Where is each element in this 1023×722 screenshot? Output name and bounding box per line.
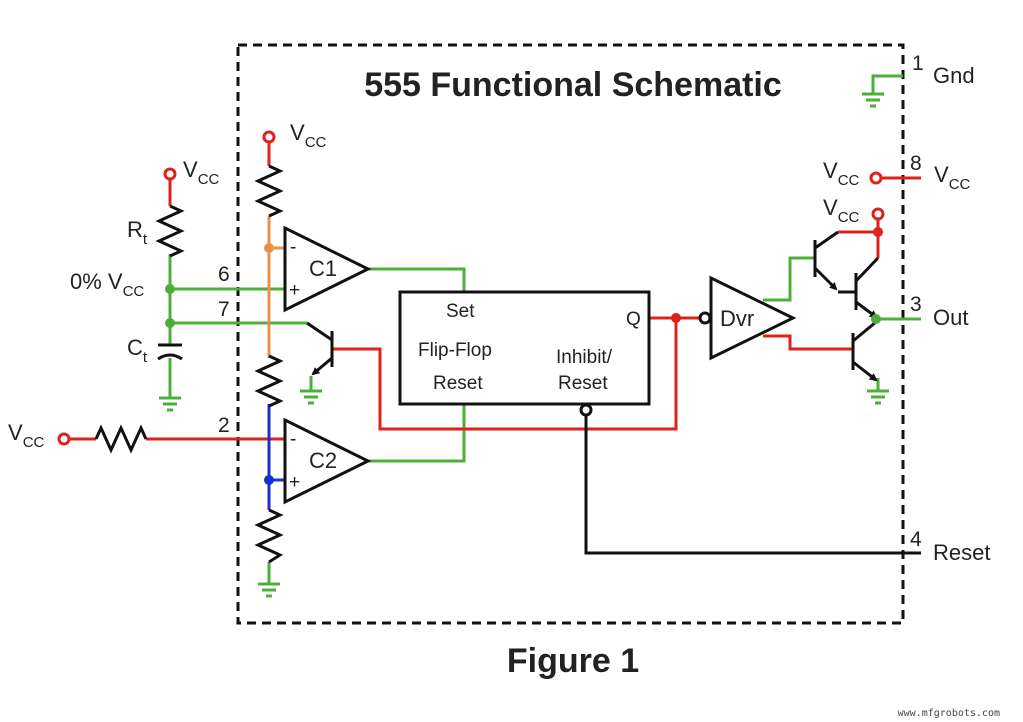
c1-label: C1 [309,256,337,281]
ff-reset-label: Reset [433,373,483,394]
vcc-label-trigger: VCC [8,420,45,451]
vcc-terminal [262,130,276,144]
junction-dot [671,313,681,323]
pin-number-6: 6 [218,263,230,286]
discharge-transistor [306,321,334,376]
flip-flop-block [398,290,651,406]
orange-wire [267,216,285,358]
pin-label-gnd: Gnd [933,63,975,88]
comparator-c1 [283,225,372,313]
pin-number-3: 3 [910,293,922,316]
c2-plus: + [289,472,300,493]
vcc-terminal [57,432,71,446]
pin-number-4: 4 [910,528,922,551]
rt-label: Rt [127,217,148,248]
dvr-input-bubble [698,311,712,325]
trigger-resistor [94,424,148,454]
chip-boundary [236,43,905,625]
black-wires [584,290,921,555]
divider-resistor-bottom [254,508,284,564]
ground-icon [862,92,884,108]
pin-number-2: 2 [218,414,230,437]
divider-resistor-top [254,164,284,218]
output-lower-transistor [851,320,878,382]
red-wires [69,142,921,441]
vcc-terminals [57,130,885,446]
darlington-upper-transistor [813,230,839,291]
divider-resistor-middle [254,354,284,408]
vcc-label-pin8-outer: VCC [934,162,971,193]
vcc-terminal [163,167,177,181]
c2-minus: - [290,429,296,450]
blue-wire [267,404,285,510]
junction-dot [165,318,175,328]
rt-resistor [155,204,185,258]
watermark: www.mfgrobots.com [898,708,1000,719]
vcc-terminal [869,171,883,185]
junction-dot [264,243,274,253]
resistors [94,164,284,564]
vcc-label-rt: VCC [183,157,220,188]
pin-label-reset: Reset [933,540,990,565]
diagram-title: 555 Functional Schematic [364,66,782,104]
output-upper-transistor [854,256,880,319]
green-wires [168,74,921,584]
figure-caption: Figure 1 [507,642,639,680]
junction-dot [165,284,175,294]
pin-label-out: Out [933,305,968,330]
vcc-label-darlington: VCC [823,195,860,226]
comparator-c2 [283,417,372,505]
junction-dot [264,475,274,485]
ground-icon [867,389,889,405]
ff-set-label: Set [446,301,475,322]
junction-dot [871,314,881,324]
inhibit-input-bubble [579,403,593,417]
c2-label: C2 [309,448,337,473]
ground-icon [300,389,322,405]
ct-label: Ct [127,335,148,366]
c1-minus: - [290,237,296,258]
dvr-label: Dvr [720,306,754,331]
c1-plus: + [289,280,300,301]
ground-icon [258,582,280,598]
ff-q-label: Q [626,309,641,330]
vcc-label-divider: VCC [290,120,327,151]
ff-name-label: Flip-Flop [418,340,492,361]
pin-number-8: 8 [910,152,922,175]
vcc-label-pin8-inner: VCC [823,158,860,189]
percent-vcc-label: 0% VCC [70,269,144,300]
pin-number-1: 1 [912,52,924,75]
ff-inhibit-label-2: Reset [558,373,608,394]
vcc-terminal [871,207,885,221]
ct-capacitor [157,343,183,361]
junction-dot [873,227,883,237]
ff-inhibit-label-1: Inhibit/ [556,347,613,368]
pin-number-7: 7 [218,298,230,321]
ground-icon [159,396,181,412]
